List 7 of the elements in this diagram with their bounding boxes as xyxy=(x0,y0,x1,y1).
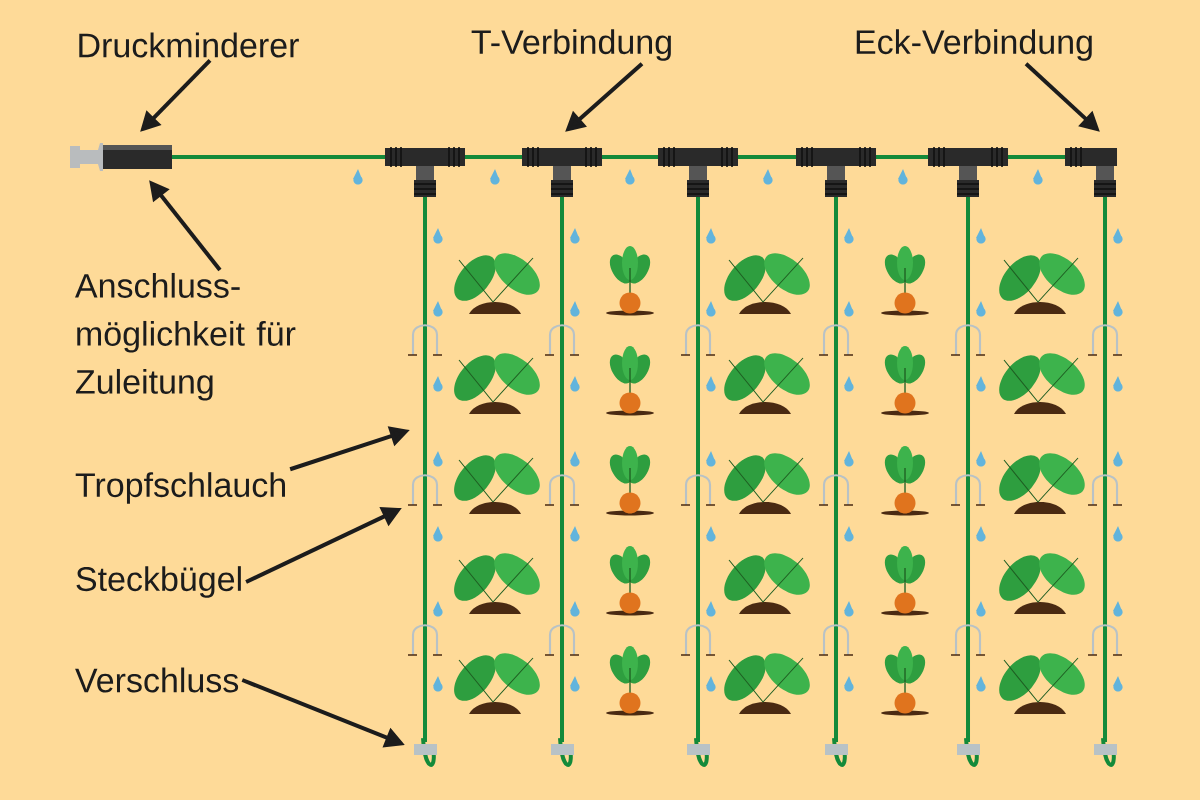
callout-label: Druckminderer xyxy=(79,32,299,58)
callout-label: Tropfschlauch xyxy=(75,472,285,504)
callout-label: T-Verbindung xyxy=(471,29,671,61)
callout-label: Anschluss- möglichkeit für Zuleitung xyxy=(75,272,296,401)
callout-label: Verschluss xyxy=(75,667,239,693)
callout-label: Steckbügel xyxy=(76,566,241,598)
callout-label: Eck-Verbindung xyxy=(856,29,1092,61)
